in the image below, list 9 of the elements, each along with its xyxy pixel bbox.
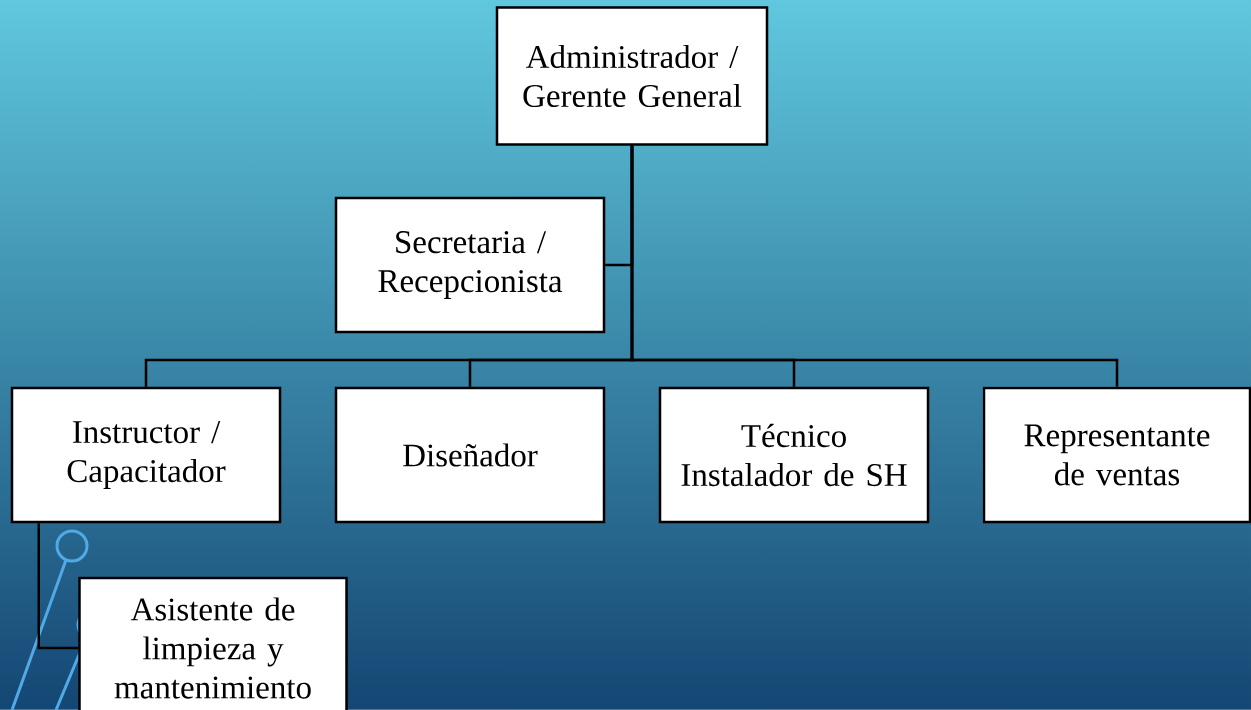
role-box: Secretaria / Recepcionista [334,196,606,334]
role-box: Instructor / Capacitador [10,386,282,524]
role-box: Asistente de limpieza y mantenimiento [78,576,348,710]
connector-line [37,523,79,650]
role-box: Técnico Instalador de SH [658,386,930,524]
role-box: Representante de ventas [982,386,1251,524]
role-box: Diseñador [334,386,606,524]
role-box: Administrador / Gerente General [495,6,769,146]
connector-line [630,145,1119,387]
